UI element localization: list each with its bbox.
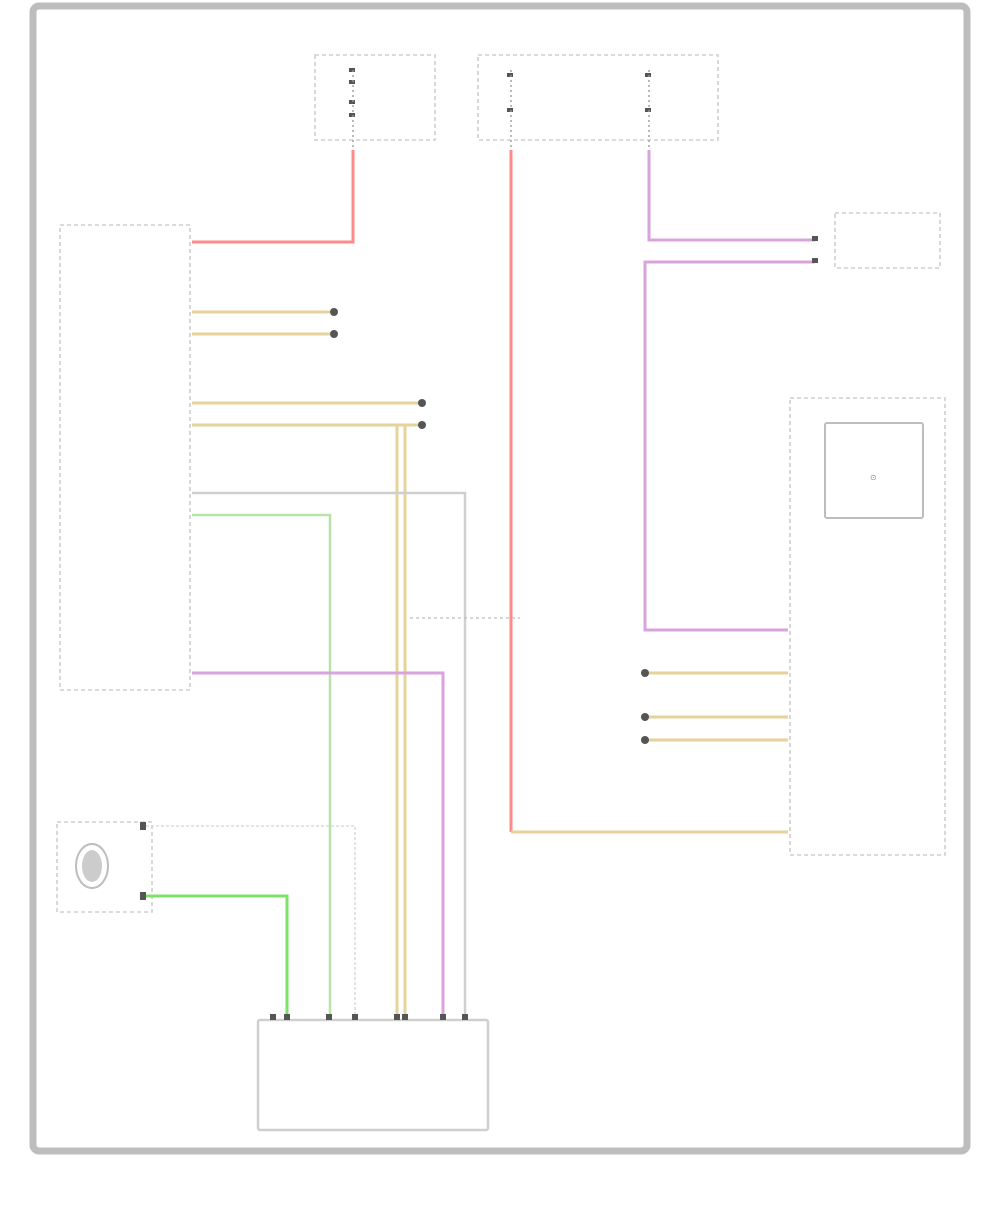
left-control-module xyxy=(59,224,191,691)
wire-yellow-4 xyxy=(192,423,407,1015)
fuse-block-right xyxy=(477,54,719,150)
wire-yellow-5 xyxy=(395,423,420,1015)
wire-violet-loop xyxy=(643,260,815,632)
wire-green xyxy=(192,513,332,1015)
bottom-module xyxy=(256,1014,490,1132)
wire-violet-bottom xyxy=(192,671,445,1015)
relay-symbol: ⊙ xyxy=(870,473,877,482)
left-ground-switch xyxy=(56,821,153,913)
wire-gray-ground xyxy=(146,825,356,1015)
fuse-block-left xyxy=(314,54,436,150)
connector-top-right xyxy=(812,212,941,269)
wire-red-top xyxy=(192,150,355,244)
wire-violet-top xyxy=(647,150,815,242)
diagram-frame xyxy=(29,2,971,1155)
relay-box xyxy=(824,422,924,519)
right-control-module: ⊙ xyxy=(789,397,946,856)
wire-bright-green xyxy=(146,894,289,1015)
wire-gray xyxy=(192,491,467,1015)
